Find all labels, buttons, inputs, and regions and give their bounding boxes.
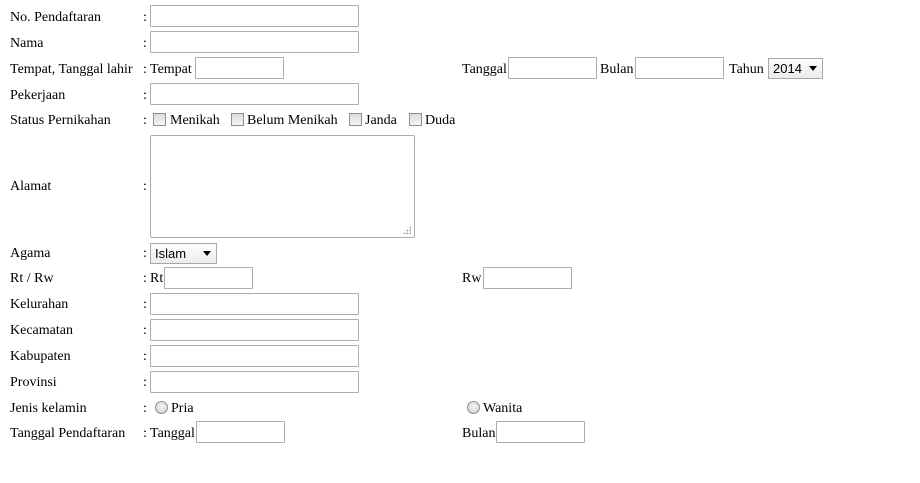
ttl-label: Tempat, Tanggal lahir: [10, 62, 133, 77]
chevron-down-icon: [203, 251, 211, 256]
kabupaten-label: Kabupaten: [10, 349, 71, 364]
chevron-down-icon: [809, 66, 817, 71]
no-pendaftaran-label: No. Pendaftaran: [10, 10, 101, 25]
tempat-lahir-input[interactable]: [195, 57, 284, 79]
alamat-label: Alamat: [10, 179, 52, 194]
wanita-label: Wanita: [483, 401, 523, 416]
no-pendaftaran-colon: :: [143, 10, 147, 25]
pekerjaan-input[interactable]: [150, 83, 359, 105]
rtrw-label: Rt / Rw: [10, 271, 54, 286]
alamat-textarea[interactable]: [150, 135, 415, 238]
pekerjaan-colon: :: [143, 88, 147, 103]
agama-select[interactable]: Islam: [150, 243, 217, 264]
tanggal-lahir-input[interactable]: [508, 57, 597, 79]
tgl-daftar-tanggal-input[interactable]: [196, 421, 285, 443]
tgl-daftar-bulan-input[interactable]: [496, 421, 585, 443]
rw-input[interactable]: [483, 267, 572, 289]
duda-checkbox[interactable]: [409, 113, 422, 126]
resize-grip-icon[interactable]: [403, 226, 411, 234]
kelurahan-colon: :: [143, 297, 147, 312]
kelurahan-input[interactable]: [150, 293, 359, 315]
rtrw-colon: :: [143, 271, 147, 286]
kecamatan-input[interactable]: [150, 319, 359, 341]
jenis-kelamin-label: Jenis kelamin: [10, 401, 87, 416]
tahun-lahir-label: Tahun: [729, 62, 764, 77]
no-pendaftaran-input[interactable]: [150, 5, 359, 27]
nama-input[interactable]: [150, 31, 359, 53]
agama-label: Agama: [10, 246, 51, 261]
menikah-label: Menikah: [170, 113, 220, 128]
rw-label: Rw: [462, 271, 482, 286]
provinsi-label: Provinsi: [10, 375, 57, 390]
agama-value: Islam: [155, 246, 187, 261]
duda-label: Duda: [425, 113, 456, 128]
janda-label: Janda: [365, 113, 397, 128]
tahun-lahir-value: 2014: [773, 61, 802, 76]
tgl-daftar-tanggal-label: Tanggal: [150, 426, 195, 441]
belum-menikah-checkbox[interactable]: [231, 113, 244, 126]
tgl-daftar-colon: :: [143, 426, 147, 441]
kabupaten-colon: :: [143, 349, 147, 364]
wanita-radio[interactable]: [467, 401, 480, 414]
rt-label: Rt: [150, 271, 164, 286]
status-colon: :: [143, 113, 147, 128]
bulan-lahir-label: Bulan: [600, 62, 634, 77]
bulan-lahir-input[interactable]: [635, 57, 724, 79]
status-label: Status Pernikahan: [10, 113, 111, 128]
pekerjaan-label: Pekerjaan: [10, 88, 66, 103]
rt-input[interactable]: [164, 267, 253, 289]
provinsi-input[interactable]: [150, 371, 359, 393]
pria-radio[interactable]: [155, 401, 168, 414]
alamat-colon: :: [143, 179, 147, 194]
provinsi-colon: :: [143, 375, 147, 390]
ttl-colon: :: [143, 62, 147, 77]
tanggal-lahir-label: Tanggal: [462, 62, 507, 77]
kabupaten-input[interactable]: [150, 345, 359, 367]
tahun-lahir-select[interactable]: 2014: [768, 58, 823, 79]
tgl-daftar-bulan-label: Bulan: [462, 426, 496, 441]
pria-label: Pria: [171, 401, 194, 416]
janda-checkbox[interactable]: [349, 113, 362, 126]
kecamatan-label: Kecamatan: [10, 323, 73, 338]
tgl-daftar-label: Tanggal Pendaftaran: [10, 426, 126, 441]
menikah-checkbox[interactable]: [153, 113, 166, 126]
agama-colon: :: [143, 246, 147, 261]
kelurahan-label: Kelurahan: [10, 297, 69, 312]
belum-menikah-label: Belum Menikah: [247, 113, 338, 128]
nama-label: Nama: [10, 36, 44, 51]
tempat-label: Tempat: [150, 62, 192, 77]
nama-colon: :: [143, 36, 147, 51]
jenis-kelamin-colon: :: [143, 401, 147, 416]
kecamatan-colon: :: [143, 323, 147, 338]
